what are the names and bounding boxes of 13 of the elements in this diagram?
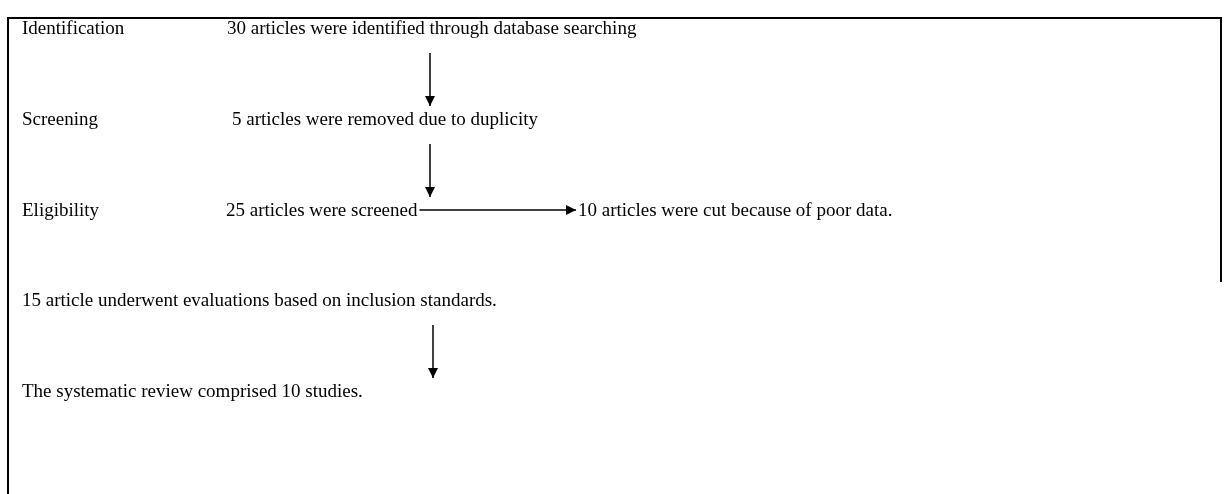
flow-step-text: 5 articles were removed due to duplicity — [232, 108, 538, 130]
stage-label: Eligibility — [22, 199, 100, 221]
flow-step-text: 15 article underwent evaluations based on inclusion standards. — [22, 289, 497, 311]
arrow — [424, 52, 436, 107]
flow-step-text: 30 articles were identified through database searching — [227, 17, 637, 39]
flow-step-text: 25 articles were screened — [226, 199, 418, 221]
exclusion-text: 10 articles were cut because of poor data. — [578, 199, 893, 221]
stage-label: Screening — [22, 108, 98, 130]
arrow — [418, 204, 577, 216]
result-text: The systematic review comprised 10 studies. — [22, 380, 363, 402]
arrow — [427, 324, 439, 379]
arrow — [424, 143, 436, 198]
stage-label: Identification — [22, 17, 125, 39]
